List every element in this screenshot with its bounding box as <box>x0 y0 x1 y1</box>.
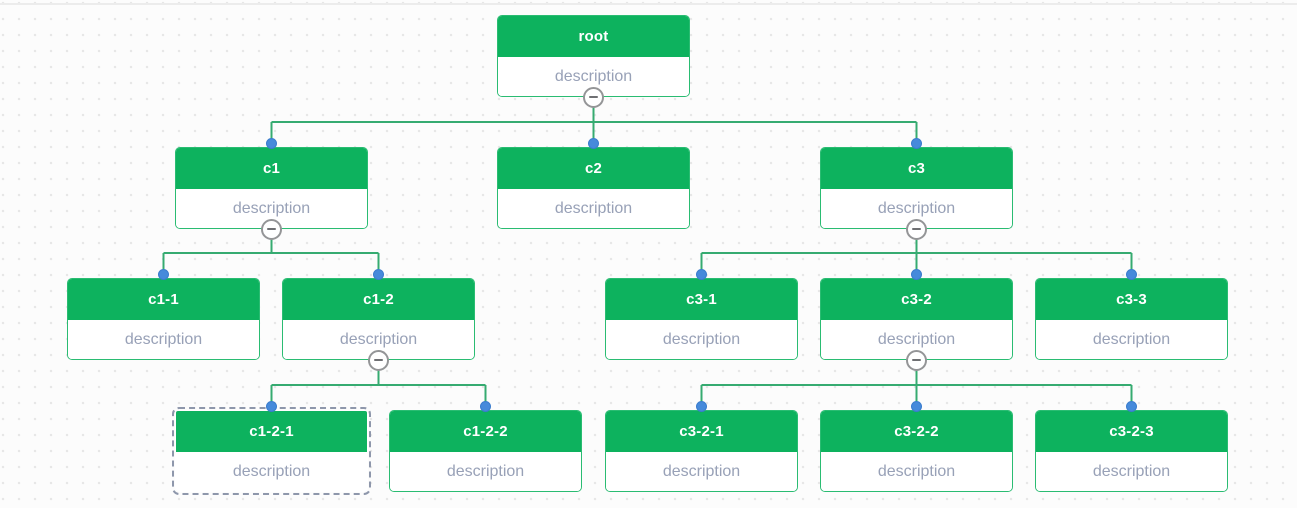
anchor-dot-c1-1 <box>158 269 169 280</box>
anchor-dot-c3-1 <box>696 269 707 280</box>
node-title: c1-1 <box>68 279 259 320</box>
anchor-dot-c3-2-3 <box>1126 401 1137 412</box>
anchor-dot-c3-3 <box>1126 269 1137 280</box>
node-description: description <box>1036 452 1227 491</box>
anchor-dot-c3-2 <box>911 269 922 280</box>
tree-node-c2[interactable]: c2 description <box>497 147 690 229</box>
collapse-button-c3[interactable] <box>906 218 927 240</box>
collapse-button-root[interactable] <box>583 86 604 108</box>
tree-node-c1-2-2[interactable]: c1-2-2 description <box>389 410 582 492</box>
tree-node-root[interactable]: root description <box>497 15 690 97</box>
anchor-dot-c1-2-1 <box>266 401 277 412</box>
tree-node-c1-2-1[interactable]: c1-2-1 description <box>172 407 371 495</box>
node-title: c3-3 <box>1036 279 1227 320</box>
node-description: description <box>1036 320 1227 359</box>
anchor-dot-c3-2-2 <box>911 401 922 412</box>
minus-icon <box>374 359 383 361</box>
tree-node-c3[interactable]: c3 description <box>820 147 1013 229</box>
tree-node-c1-2[interactable]: c1-2 description <box>282 278 475 360</box>
node-title: c3 <box>821 148 1012 189</box>
node-title: c1-2-2 <box>390 411 581 452</box>
node-description: description <box>498 57 689 96</box>
node-description: description <box>498 189 689 228</box>
tree-node-c3-1[interactable]: c3-1 description <box>605 278 798 360</box>
node-title: c1-2 <box>283 279 474 320</box>
node-title: c1-2-1 <box>176 411 367 452</box>
node-title: root <box>498 16 689 57</box>
node-title: c3-1 <box>606 279 797 320</box>
node-description: description <box>821 189 1012 228</box>
top-border-line <box>0 3 1297 5</box>
tree-node-c3-2-3[interactable]: c3-2-3 description <box>1035 410 1228 492</box>
tree-node-c3-2-2[interactable]: c3-2-2 description <box>820 410 1013 492</box>
minus-icon <box>912 228 921 230</box>
node-description: description <box>606 320 797 359</box>
anchor-dot-c3 <box>911 138 922 149</box>
anchor-dot-c1 <box>266 138 277 149</box>
anchor-dot-c2 <box>588 138 599 149</box>
node-description: description <box>390 452 581 491</box>
anchor-dot-c1-2-2 <box>480 401 491 412</box>
node-title: c2 <box>498 148 689 189</box>
collapse-button-c3-2[interactable] <box>906 349 927 371</box>
collapse-button-c1[interactable] <box>261 218 282 240</box>
tree-node-c3-2-1[interactable]: c3-2-1 description <box>605 410 798 492</box>
node-title: c3-2-3 <box>1036 411 1227 452</box>
minus-icon <box>589 96 598 98</box>
node-description: description <box>606 452 797 491</box>
anchor-dot-c1-2 <box>373 269 384 280</box>
tree-node-c3-2[interactable]: c3-2 description <box>820 278 1013 360</box>
node-title: c1 <box>176 148 367 189</box>
minus-icon <box>912 359 921 361</box>
tree-node-c1[interactable]: c1 description <box>175 147 368 229</box>
node-description: description <box>821 452 1012 491</box>
collapse-button-c1-2[interactable] <box>368 349 389 371</box>
anchor-dot-c3-2-1 <box>696 401 707 412</box>
minus-icon <box>267 228 276 230</box>
node-description: description <box>68 320 259 359</box>
node-description: description <box>176 452 367 491</box>
tree-node-c3-3[interactable]: c3-3 description <box>1035 278 1228 360</box>
node-title: c3-2 <box>821 279 1012 320</box>
node-title: c3-2-1 <box>606 411 797 452</box>
tree-node-c1-1[interactable]: c1-1 description <box>67 278 260 360</box>
node-title: c3-2-2 <box>821 411 1012 452</box>
